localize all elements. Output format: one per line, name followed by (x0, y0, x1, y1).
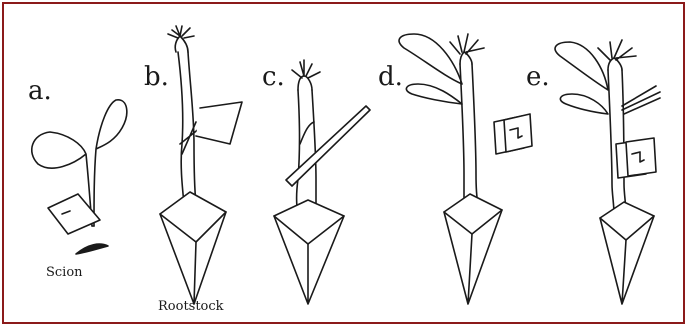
step-a-label: a. (28, 78, 52, 104)
grafted-stem-c (274, 60, 370, 304)
scion-caption: Scion (46, 266, 83, 280)
step-d-label: d. (378, 64, 403, 90)
step-e-label: e. (526, 64, 550, 90)
scion-cut-piece (76, 244, 108, 254)
grafting-diagram (4, 4, 687, 326)
step-c-label: c. (262, 64, 285, 90)
grafting-clip-d (494, 114, 532, 154)
rootstock-plant (160, 26, 242, 304)
rootstock-caption: Rootstock (158, 300, 224, 314)
step-b-label: b. (144, 64, 169, 90)
grafting-clip-e (616, 138, 656, 178)
grafted-plant-d (399, 34, 502, 304)
scion-cut-card (48, 194, 100, 234)
figure-frame: a. b. c. d. e. Scion Rootstock (2, 2, 685, 324)
